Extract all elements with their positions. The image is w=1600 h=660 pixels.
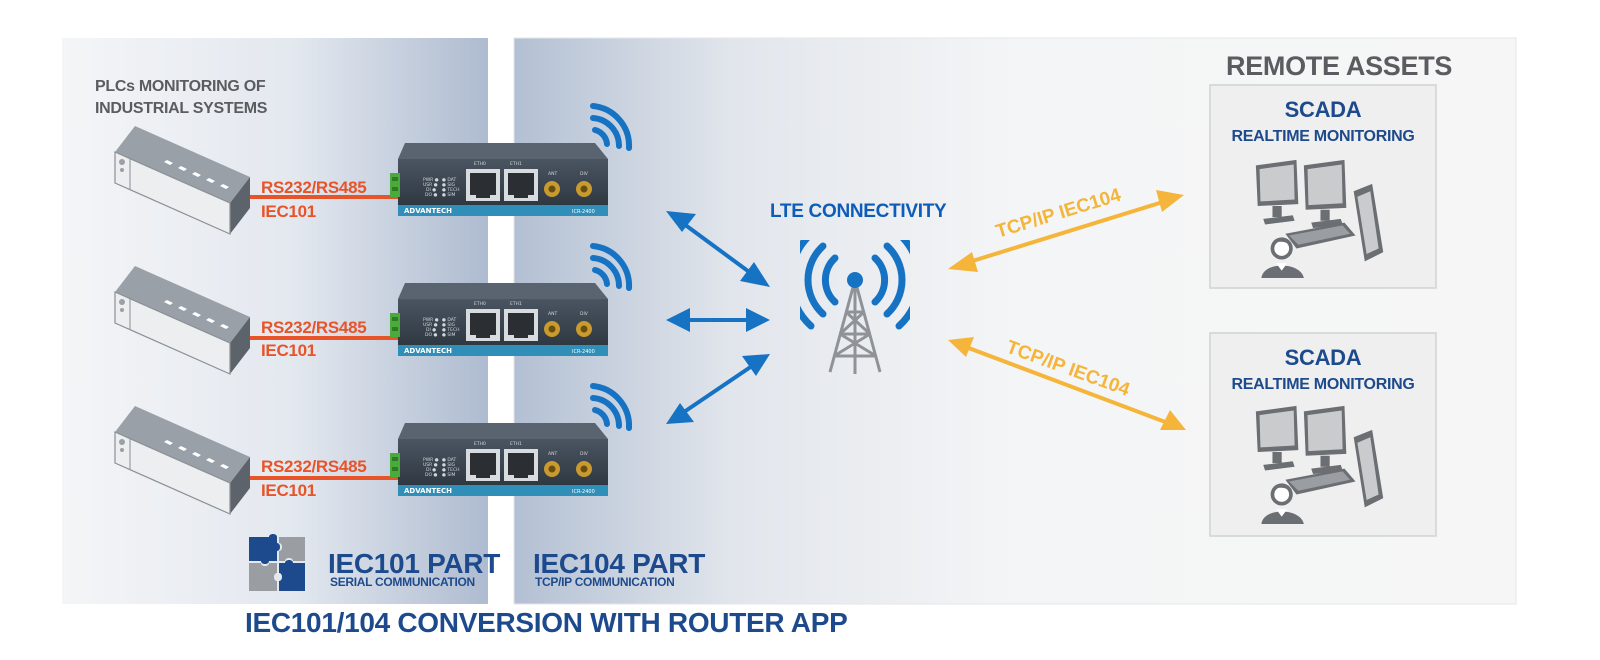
lte-label: LTE CONNECTIVITY: [770, 201, 947, 222]
tcp-link-arrow-2: [948, 337, 1186, 430]
lte-link-arrow-2: [666, 308, 770, 332]
iec101-part-title: IEC101 PART: [328, 548, 501, 579]
tcp-link-arrow-1: [948, 190, 1184, 272]
iec104-part-subtitle: TCP/IP COMMUNICATION: [535, 575, 675, 589]
plc-title: PLCs MONITORING OF INDUSTRIAL SYSTEMS: [95, 76, 267, 120]
scada-subtitle-1: REALTIME MONITORING: [1231, 128, 1415, 145]
remote-assets-title: REMOTE ASSETS: [1226, 51, 1453, 81]
lte-link-arrow-1: [666, 211, 770, 287]
serial-standard-label-2: IEC101: [261, 341, 316, 360]
serial-protocol-label-3: RS232/RS485: [261, 457, 367, 476]
scada-title-2: SCADA: [1284, 345, 1362, 370]
router-icon: [390, 423, 608, 496]
iec101-part-subtitle: SERIAL COMMUNICATION: [330, 575, 475, 589]
plc-title-line1: PLCs MONITORING OF: [95, 78, 266, 95]
lte-link-arrow-3: [666, 354, 770, 424]
scada-subtitle-2: REALTIME MONITORING: [1231, 376, 1415, 393]
serial-standard-label-3: IEC101: [261, 481, 316, 500]
plc-title-line2: INDUSTRIAL SYSTEMS: [95, 100, 268, 117]
iec104-part-title: IEC104 PART: [533, 548, 706, 579]
bottom-title: IEC101/104 CONVERSION WITH ROUTER APP: [245, 607, 848, 638]
scada-title-1: SCADA: [1284, 97, 1362, 122]
serial-protocol-label-1: RS232/RS485: [261, 178, 367, 197]
serial-standard-label-1: IEC101: [261, 202, 316, 221]
router-icon: [390, 283, 608, 356]
serial-protocol-label-2: RS232/RS485: [261, 318, 367, 337]
router-icon: [390, 143, 608, 216]
